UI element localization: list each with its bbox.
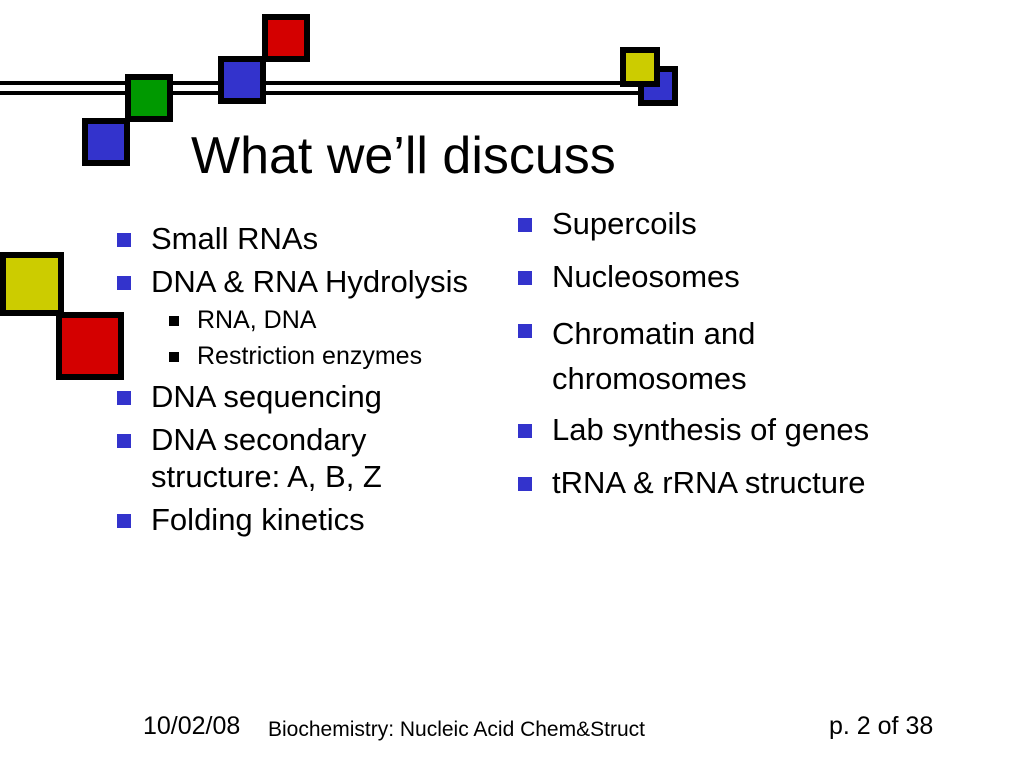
list-item-label: Nucleosomes <box>552 259 740 294</box>
list-item: DNA & RNA Hydrolysis RNA, DNA Restrictio… <box>115 263 495 372</box>
sub-bullet-list: RNA, DNA Restriction enzymes <box>151 304 495 372</box>
square-bullet-icon <box>518 218 532 232</box>
footer-page-number: p. 2 of 38 <box>829 712 934 740</box>
list-item-label: Supercoils <box>552 206 697 241</box>
square-bullet-icon <box>117 514 131 528</box>
square-bullet-icon <box>518 271 532 285</box>
decor-square-blue-top <box>218 56 266 104</box>
list-item: Small RNAs <box>115 220 495 257</box>
list-item-label: tRNA & rRNA structure <box>552 465 866 500</box>
sub-list-item-label: Restriction enzymes <box>197 342 423 370</box>
list-item-label: Folding kinetics <box>151 502 365 537</box>
right-bullet-list: Supercoils Nucleosomes Chromatin and chr… <box>516 205 956 508</box>
list-item: DNA sequencing <box>115 378 495 415</box>
decor-square-red-top <box>262 14 310 62</box>
square-bullet-icon <box>518 324 532 338</box>
small-square-bullet-icon <box>169 352 179 362</box>
small-square-bullet-icon <box>169 316 179 326</box>
list-item-label: DNA secondary structure: A, B, Z <box>151 422 382 494</box>
decor-square-blue-left <box>82 118 130 166</box>
sub-list-item-label: RNA, DNA <box>197 306 317 334</box>
square-bullet-icon <box>518 424 532 438</box>
decor-line-bottom <box>0 91 672 95</box>
decor-square-green <box>125 74 173 122</box>
list-item-label: Chromatin and chromosomes <box>552 316 756 396</box>
slide-title: What we’ll discuss <box>191 127 616 185</box>
sub-list-item: RNA, DNA <box>151 304 495 336</box>
square-bullet-icon <box>117 434 131 448</box>
list-item: DNA secondary structure: A, B, Z <box>115 421 495 495</box>
sub-list-item: Restriction enzymes <box>151 340 495 372</box>
left-bullet-list: Small RNAs DNA & RNA Hydrolysis RNA, DNA… <box>115 220 495 544</box>
list-item-label: DNA sequencing <box>151 379 382 414</box>
decor-square-red-left <box>56 312 124 380</box>
list-item: Chromatin and chromosomes <box>516 311 852 401</box>
square-bullet-icon <box>117 276 131 290</box>
list-item: Lab synthesis of genes <box>516 411 956 449</box>
list-item-label: DNA & RNA Hydrolysis <box>151 264 468 299</box>
square-bullet-icon <box>518 477 532 491</box>
list-item-label: Small RNAs <box>151 221 319 256</box>
list-item: Supercoils <box>516 205 956 243</box>
list-item: tRNA & rRNA structure <box>516 464 956 502</box>
decor-square-yellow-left <box>0 252 64 316</box>
decor-square-yellow-right <box>620 47 660 87</box>
list-item-label: Lab synthesis of genes <box>552 412 870 447</box>
square-bullet-icon <box>117 391 131 405</box>
footer-course-title: Biochemistry: Nucleic Acid Chem&Struct <box>268 718 645 741</box>
list-item: Folding kinetics <box>115 501 495 538</box>
decor-line-top <box>0 81 672 85</box>
list-item: Nucleosomes <box>516 258 956 296</box>
footer-date: 10/02/08 <box>143 712 241 740</box>
square-bullet-icon <box>117 233 131 247</box>
